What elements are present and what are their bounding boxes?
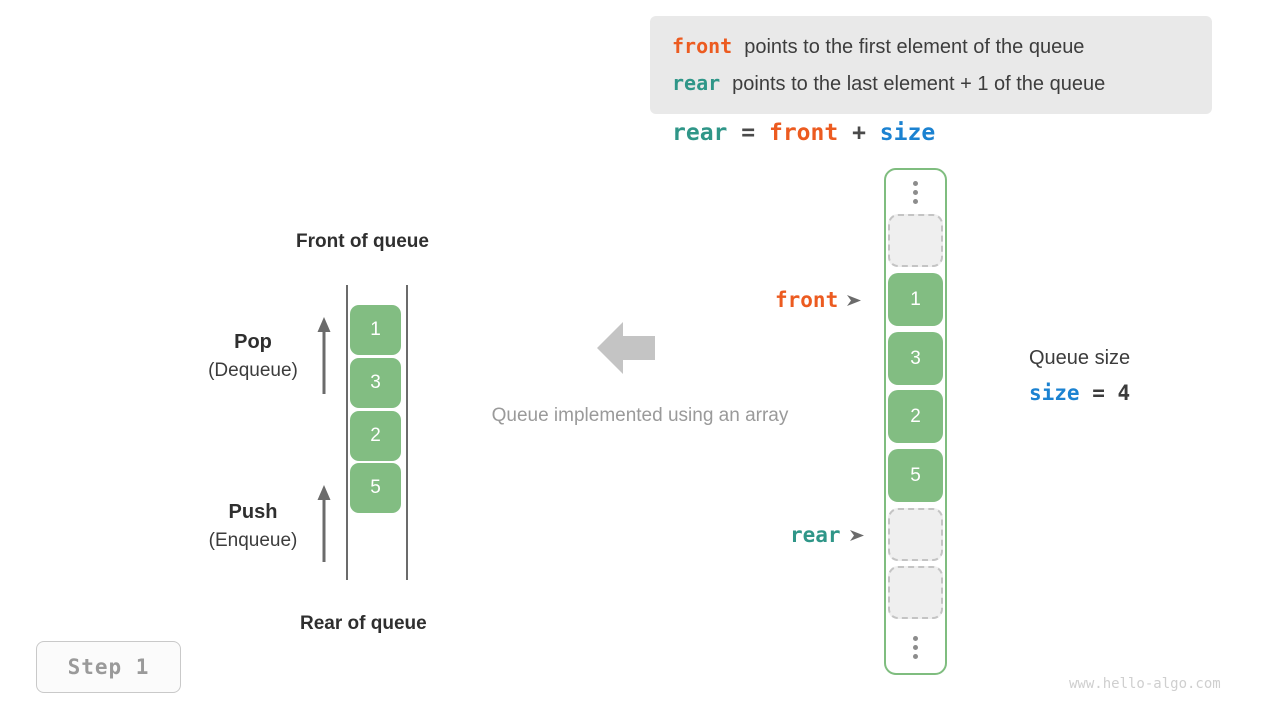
- size-variable-name: size: [1029, 381, 1080, 405]
- legend-text-rear: points to the last element + 1 of the qu…: [732, 73, 1106, 95]
- array-slot-filled: 3: [888, 332, 943, 385]
- queue-rail-right: [406, 285, 408, 580]
- front-of-queue-title: Front of queue: [296, 231, 429, 252]
- front-pointer-label: front: [775, 288, 839, 312]
- queue-rail-left: [346, 285, 348, 580]
- rear-pointer: rear: [790, 523, 864, 547]
- left-arrow-icon: [597, 322, 655, 374]
- legend-text-front: points to the first element of the queue: [744, 36, 1085, 58]
- rear-of-queue-title: Rear of queue: [300, 613, 427, 634]
- formula-equals: =: [741, 120, 756, 146]
- array-slot-empty: [888, 508, 943, 561]
- pop-direction-arrow-icon: [317, 317, 331, 394]
- queue-cell: 5: [350, 463, 401, 513]
- push-operation-label: Push (Enqueue): [163, 498, 343, 556]
- queue-cell: 2: [350, 411, 401, 461]
- rear-pointer-label: rear: [790, 523, 841, 547]
- push-label-sub: (Enqueue): [208, 530, 298, 551]
- queue-cell: 1: [350, 305, 401, 355]
- array-slot-filled: 5: [888, 449, 943, 502]
- formula-rhs-front: front: [768, 120, 839, 146]
- formula-lhs: rear: [672, 120, 728, 146]
- center-caption: Queue implemented using an array: [491, 405, 789, 426]
- push-direction-arrow-icon: [317, 485, 331, 562]
- array-slot-empty: [888, 566, 943, 619]
- pop-operation-label: Pop (Dequeue): [163, 328, 343, 386]
- pop-label-main: Pop: [234, 331, 272, 353]
- push-label-main: Push: [228, 501, 278, 523]
- formula-rhs-size: size: [879, 120, 936, 146]
- array-slot-filled: 1: [888, 273, 943, 326]
- pointer-arrowhead-icon: [849, 529, 864, 541]
- legend-box: front points to the first element of the …: [650, 16, 1212, 114]
- queue-cell: 3: [350, 358, 401, 408]
- watermark: www.hello-algo.com: [1069, 676, 1221, 692]
- queue-size-caption: Queue size: [1029, 347, 1131, 369]
- legend-line-front: front points to the first element of the …: [672, 28, 1190, 65]
- array-slot-filled: 2: [888, 390, 943, 443]
- queue-size-expression: size = 4: [1029, 376, 1130, 410]
- queue-size-annotation: Queue size size = 4: [1029, 343, 1130, 410]
- front-pointer: front: [775, 288, 862, 312]
- legend-keyword-rear: rear: [672, 71, 721, 95]
- size-equals: =: [1092, 381, 1105, 405]
- formula-plus: +: [852, 120, 866, 146]
- legend-line-rear: rear points to the last element + 1 of th…: [672, 65, 1190, 102]
- pop-label-sub: (Dequeue): [208, 360, 298, 381]
- size-value: 4: [1117, 381, 1131, 405]
- legend-keyword-front: front: [672, 34, 733, 58]
- pointer-arrowhead-icon: [847, 294, 862, 306]
- formula-rear-equals-front-plus-size: rear = front + size: [672, 120, 935, 146]
- array-slot-empty: [888, 214, 943, 267]
- step-badge: Step 1: [36, 641, 181, 693]
- ellipsis-top-icon: [911, 181, 920, 204]
- ellipsis-bottom-icon: [911, 636, 920, 659]
